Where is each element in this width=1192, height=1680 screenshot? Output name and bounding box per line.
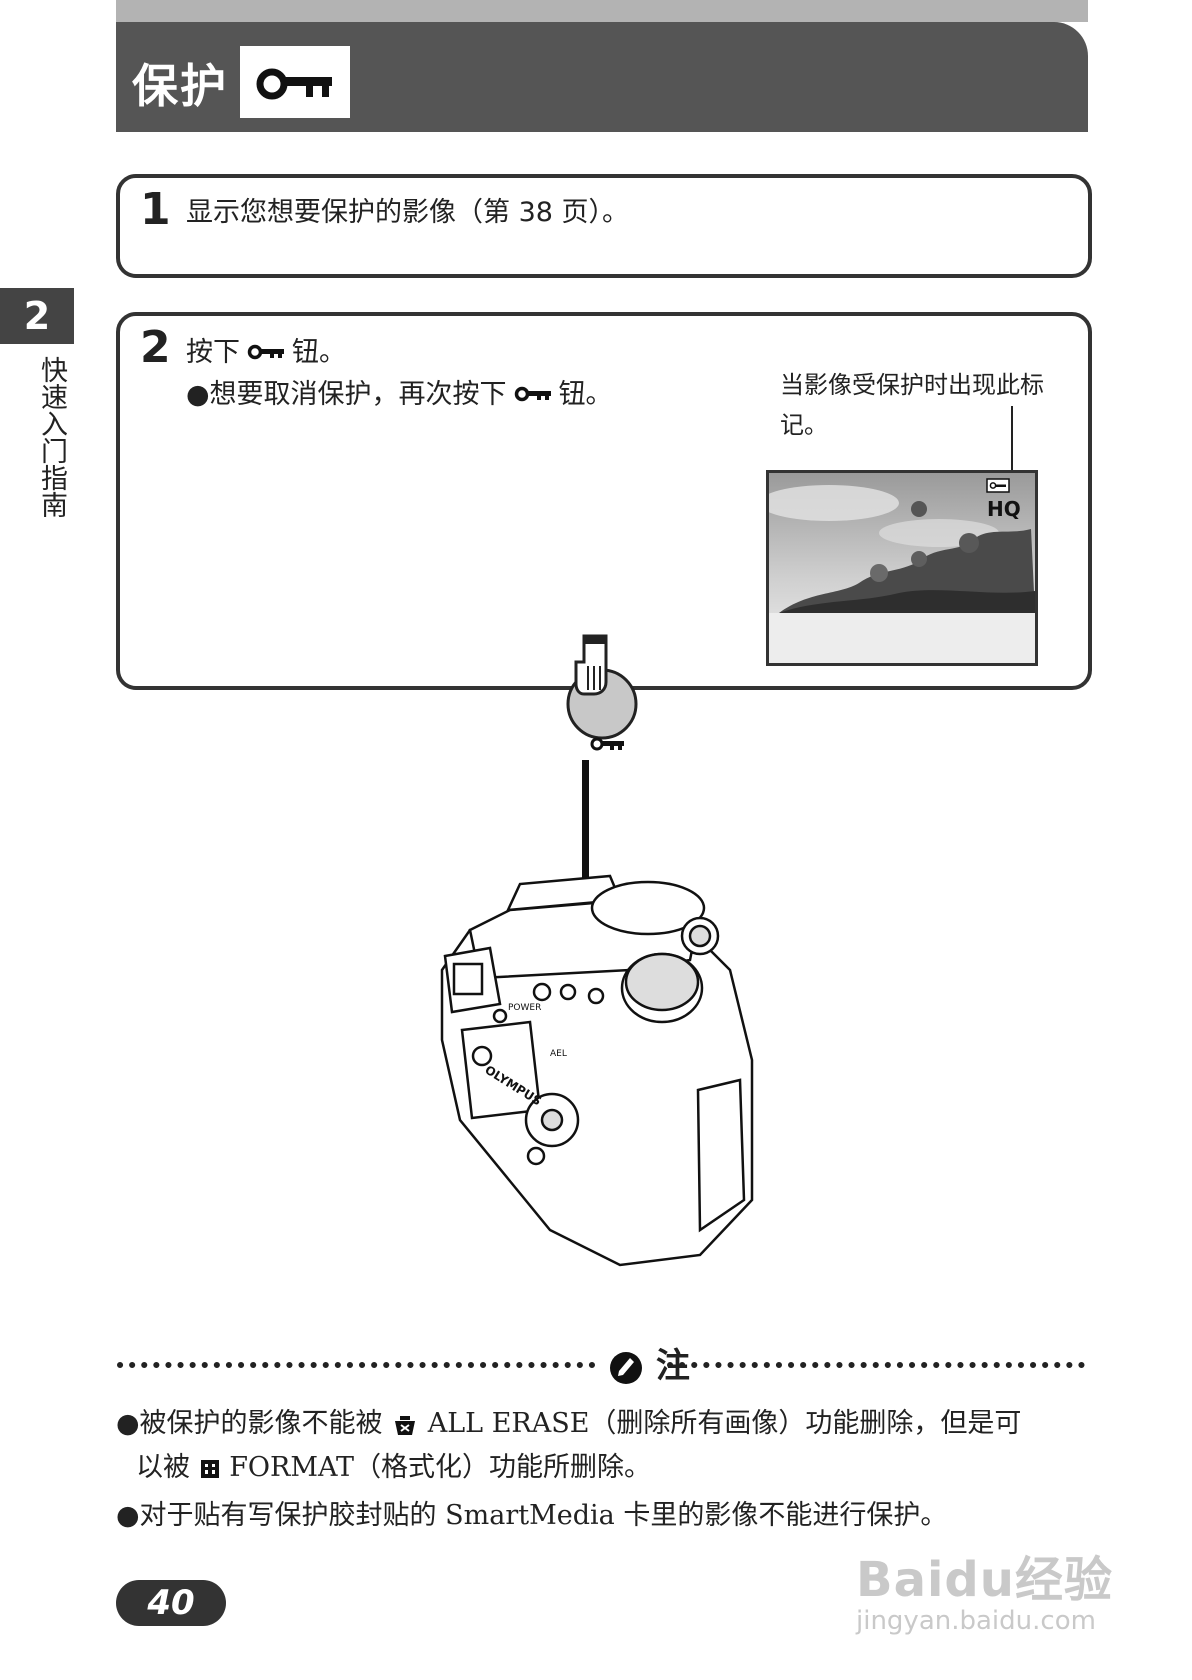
key-icon — [246, 338, 286, 369]
watermark-url: jingyan.baidu.com — [856, 1606, 1096, 1636]
protect-mark-caption: 当影像受保护时出现此标记。 — [780, 371, 1044, 439]
camera-ael-label: AEL — [550, 1049, 567, 1059]
step-2-bullet: ●想要取消保护，再次按下 钮。 — [186, 372, 613, 411]
chapter-title: 快速入门指南 — [36, 356, 67, 518]
note-item-1: ●被保护的影像不能被 ALL ERASE（删除所有画像）功能删除，但是可 以被 … — [116, 1402, 1096, 1490]
chapter-tab: 2 — [0, 288, 74, 344]
note-item-1-line2-start: 以被 — [136, 1452, 190, 1483]
step-2-text-after: 钮。 — [292, 337, 346, 368]
caption-leader-line — [1011, 406, 1013, 480]
note-dotted-line-left — [117, 1362, 595, 1368]
chapter-number: 2 — [23, 294, 51, 338]
note-item-2: ●对于贴有写保护胶封贴的 SmartMedia 卡里的影像不能进行保护。 — [116, 1500, 948, 1531]
lcd-preview-image: HQ — [766, 470, 1038, 666]
format-icon — [200, 1459, 219, 1478]
watermark-brand: Baidu经验 — [856, 1552, 1113, 1608]
note-item-1-start: ●被保护的影像不能被 — [116, 1408, 383, 1439]
step-2-text-before: 按下 — [186, 337, 240, 368]
step-2-bullet-before: ●想要取消保护，再次按下 — [186, 379, 507, 410]
step-1-number: 1 — [140, 184, 171, 235]
watermark: Baidu经验 jingyan.baidu.com — [856, 1540, 1113, 1636]
note-icon — [610, 1351, 642, 1384]
step-1-box: 1 显示您想要保护的影像（第 38 页）。 — [116, 174, 1092, 278]
section-header: 保护 — [116, 22, 1088, 132]
step-2-bullet-after: 钮。 — [558, 379, 613, 410]
erase-all-icon — [395, 1415, 416, 1435]
page-title: 保护 — [132, 59, 228, 113]
key-icon — [513, 380, 553, 411]
note-dotted-line-right — [667, 1362, 1089, 1368]
camera-illustration: POWER AEL OLYMPUS — [440, 760, 754, 1267]
lcd-key-icon — [986, 478, 1010, 493]
header-top-strip — [116, 0, 1088, 22]
key-icon — [240, 46, 350, 118]
camera-power-label: POWER — [508, 1003, 541, 1013]
lcd-quality-label: HQ — [987, 497, 1021, 521]
finger-press-icon — [566, 634, 638, 751]
key-icon — [590, 737, 624, 751]
note-item-1-end: FORMAT（格式化）功能所删除。 — [229, 1452, 652, 1483]
page-number: 40 — [116, 1580, 226, 1626]
step-1-text: 显示您想要保护的影像（第 38 页）。 — [186, 197, 630, 228]
step-2-number: 2 — [140, 322, 171, 373]
note-item-1-mid: ALL ERASE（删除所有画像）功能删除，但是可 — [427, 1408, 1022, 1439]
step-2-text: 按下 钮。 — [186, 330, 346, 369]
